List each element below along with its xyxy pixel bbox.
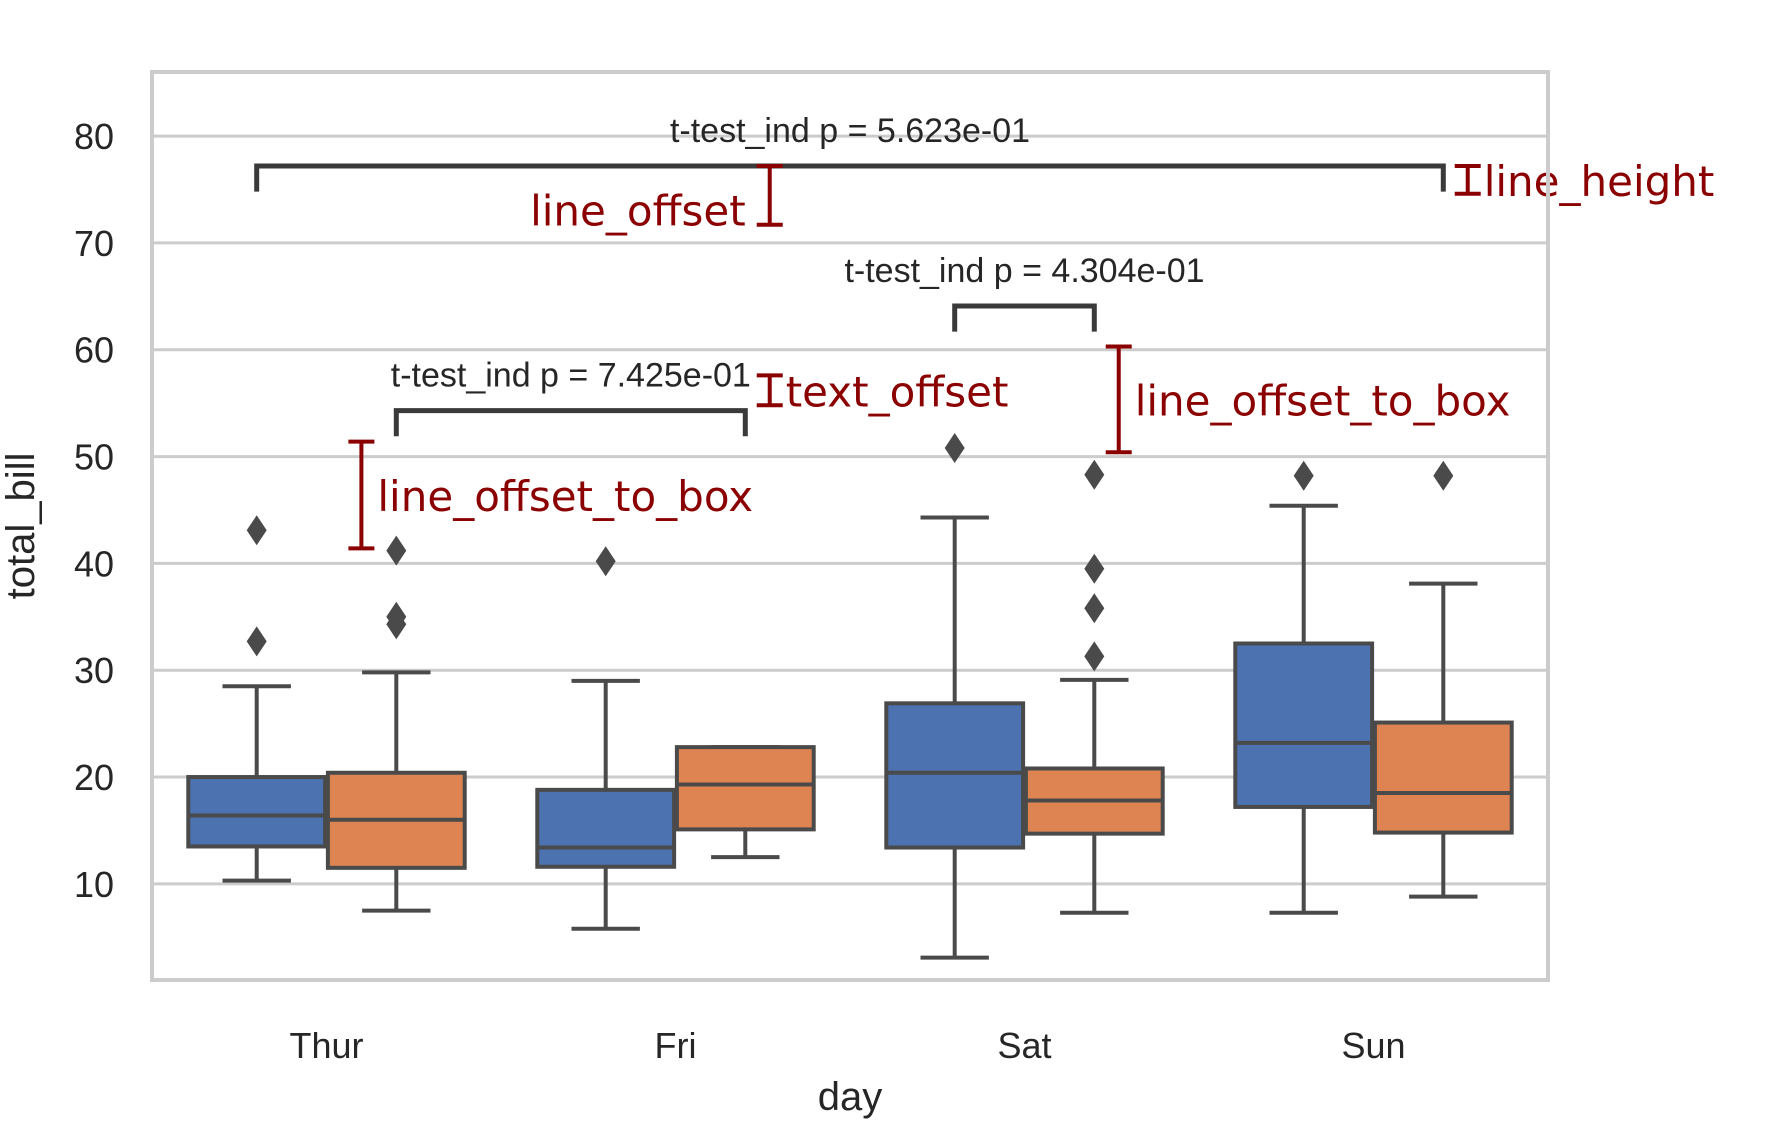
annotation-line-offset-to-box: line_offset_to_box: [348, 439, 753, 551]
box-iqr: [186, 775, 328, 849]
outlier-point: [1433, 460, 1454, 491]
outlier-point: [246, 515, 267, 546]
bracket-line: [393, 408, 748, 437]
y-tick-label: 50: [74, 437, 114, 478]
box-plots: [186, 433, 1514, 960]
box-fri-series-1: [674, 745, 816, 860]
box-sun-series-0: [1233, 460, 1375, 915]
y-tick-label: 40: [74, 543, 114, 584]
box-fri-series-0: [535, 546, 677, 931]
annotation-line-height: line_height: [1454, 157, 1715, 206]
y-axis-label: total_bill: [0, 453, 43, 600]
box-iqr: [884, 701, 1026, 850]
y-tick-label: 10: [74, 864, 114, 905]
annotation-label: line_offset: [530, 186, 746, 235]
p-value-label: t-test_ind p = 4.304e-01: [844, 252, 1204, 290]
y-tick-label: 20: [74, 757, 114, 798]
box-sat-series-0: [884, 433, 1026, 960]
annotation-line-offset: line_offset: [530, 164, 783, 235]
outlier-point: [386, 535, 407, 566]
outlier-point: [1293, 460, 1314, 491]
x-axis-label: day: [818, 1075, 883, 1119]
y-tick-label: 60: [74, 330, 114, 371]
outlier-point: [1084, 459, 1105, 490]
box-sat-series-1: [1023, 459, 1165, 915]
x-tick-label-thur: Thur: [289, 1025, 363, 1066]
box-sun-series-1: [1372, 460, 1514, 899]
annotation-line-offset-to-box: line_offset_to_box: [1105, 344, 1511, 455]
offset-annotations: line_offset_to_box text_offset line_offset…: [348, 157, 1715, 551]
outlier-point: [1084, 641, 1105, 672]
annotation-label: line_offset_to_box: [377, 472, 753, 521]
annotation-text-offset: text_offset: [756, 367, 1009, 416]
box-iqr: [1372, 720, 1514, 835]
x-tick-label-sun: Sun: [1341, 1025, 1405, 1066]
plot-frame: [150, 70, 1550, 982]
outlier-point: [944, 433, 965, 464]
annotation-label: line_height: [1484, 157, 1715, 206]
box-iqr: [1233, 641, 1375, 809]
annotation-label: line_offset_to_box: [1135, 376, 1511, 425]
y-tick-label: 30: [74, 650, 114, 691]
significance-brackets: t-test_ind p = 7.425e-01 t-test_ind p = 4…: [254, 112, 1446, 437]
y-tick-label: 80: [74, 116, 114, 157]
significance-bracket: t-test_ind p = 7.425e-01: [391, 357, 751, 437]
outlier-point: [595, 546, 616, 577]
x-tick-label-sat: Sat: [997, 1025, 1051, 1066]
significance-bracket: t-test_ind p = 4.304e-01: [844, 252, 1205, 332]
p-value-label: t-test_ind p = 5.623e-01: [670, 112, 1030, 150]
outlier-point: [1084, 593, 1105, 624]
significance-bracket: t-test_ind p = 5.623e-01: [254, 112, 1446, 192]
box-iqr: [535, 787, 677, 869]
annotation-label: text_offset: [786, 367, 1009, 416]
outlier-point: [386, 601, 407, 632]
outlier-point: [1084, 553, 1105, 584]
box-iqr: [674, 745, 816, 832]
bracket-line: [952, 303, 1097, 332]
bracket-line: [254, 163, 1446, 192]
box-thur-series-0: [186, 515, 328, 883]
box-thur-series-1: [325, 535, 467, 913]
p-value-label: t-test_ind p = 7.425e-01: [391, 357, 751, 395]
y-tick-label: 70: [74, 223, 114, 264]
outlier-point: [246, 626, 267, 657]
x-tick-label-fri: Fri: [655, 1025, 697, 1066]
